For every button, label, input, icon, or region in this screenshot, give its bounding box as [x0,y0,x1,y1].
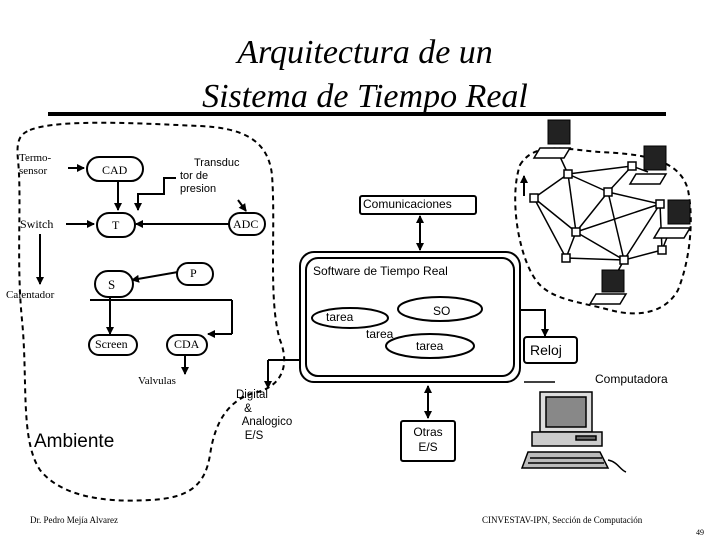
computer-icon [520,391,627,473]
title-underline [48,112,666,116]
comunicaciones-box [359,195,477,215]
title-line-1: Arquitectura de un [237,34,493,71]
s-box [94,270,134,298]
screen-box [88,334,138,356]
calentador-label: Calentador [6,289,55,301]
laptop-icon-2 [628,145,668,185]
switch-label: Switch [20,217,54,231]
ambiente-label: Ambiente [34,431,115,452]
tarea-label-1: tarea [326,310,354,324]
laptop-icon-3 [652,199,692,239]
otras-es-box [400,420,456,462]
page-number: 49 [696,528,704,537]
cad-box [86,156,144,182]
network-boundary [514,147,692,315]
p-label: P [190,266,197,280]
t-box [96,212,136,238]
network-graph [533,147,671,283]
reloj-box [523,336,578,364]
adc-box [228,212,266,236]
comunicaciones-label: Comunicaciones [363,197,452,211]
computer-outer [299,251,521,383]
footer-author: Dr. Pedro Mejía Alvarez [30,515,118,525]
laptop-icon-4 [588,269,628,305]
network-nodes [529,161,667,265]
computer-inner [305,257,515,377]
so-label: SO [433,304,451,318]
screen-label: Screen [95,337,128,351]
otras-es-label: Otras E/S [413,425,443,454]
s-label: S [108,277,116,292]
tarea-label-2: tarea [366,327,394,341]
cda-label: CDA [174,337,200,351]
reloj-label: Reloj [530,342,562,358]
software-label: Software de Tiempo Real [313,264,448,278]
computadora-label: Computadora [595,372,668,386]
p-box [176,262,214,286]
termosensor-label: Termo- sensor [19,152,52,177]
environment-boundary [16,121,286,502]
adc-label: ADC [233,217,259,231]
laptop-icon-1 [532,119,572,159]
title-line-2: Sistema de Tiempo Real [202,78,528,115]
footer-institution: CINVESTAV-IPN, Sección de Computación [482,515,643,525]
t-label: T [112,218,120,232]
valvulas-label: Valvulas [138,375,176,387]
digital-label: Digital & Analogico E/S [236,389,293,442]
cda-box [166,334,208,356]
transductor-label: Transduc tor de presion [180,157,240,195]
cad-label: CAD [102,163,128,177]
tarea-label-3: tarea [416,339,444,353]
